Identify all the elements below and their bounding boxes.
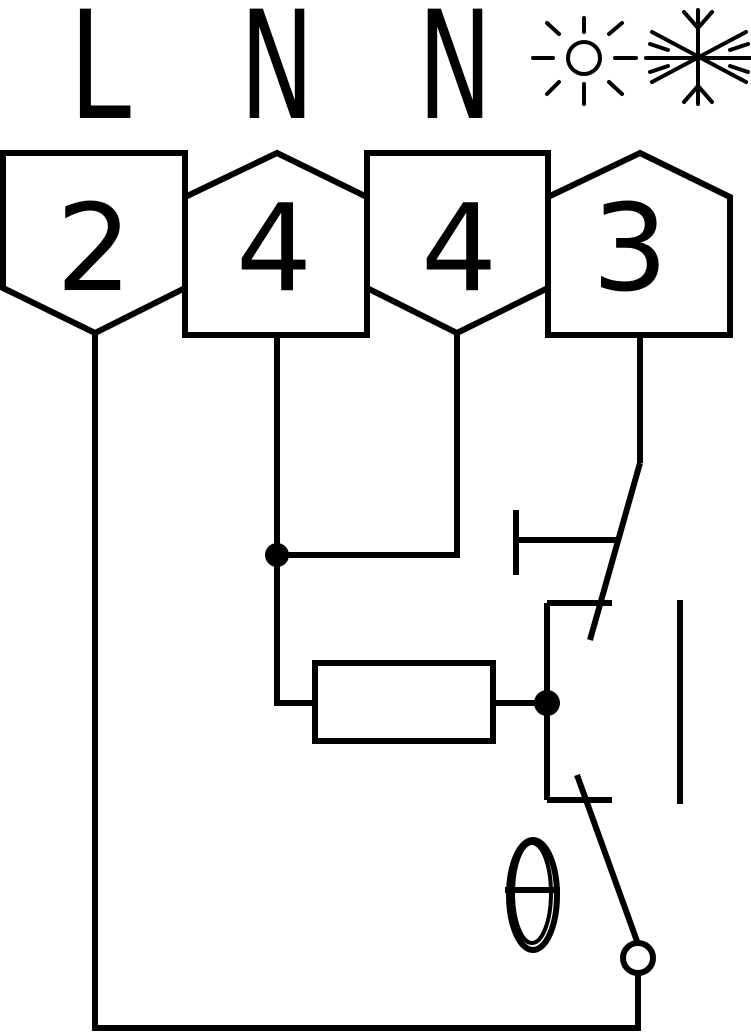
terminal-box-4b [364, 150, 551, 337]
terminal-label-n2: N [418, 0, 492, 154]
switch-contact-symbol [513, 462, 683, 946]
terminal-number-4b: 4 [421, 180, 497, 319]
terminal-number-4a: 4 [236, 180, 312, 319]
wire-n-bridge [277, 333, 460, 558]
wire-l-loop [92, 333, 641, 1031]
wire-n-main [274, 335, 315, 706]
resistor-symbol [312, 660, 496, 744]
terminal-number-2: 2 [56, 180, 132, 319]
junction-dot-n [265, 543, 289, 567]
wiring-lines [92, 333, 643, 1031]
terminal-number-3: 3 [592, 180, 668, 319]
thermostat-theta-symbol [505, 837, 560, 953]
terminal-label-n1: N [240, 0, 314, 154]
sun-icon [531, 16, 638, 106]
switch-blade-upper [587, 462, 643, 641]
switch-pivot-circle [620, 940, 656, 976]
switch-blade-lower [574, 773, 641, 946]
terminal-box-2 [0, 150, 188, 337]
terminal-box-3 [545, 149, 733, 338]
terminal-label-l: L [69, 0, 131, 154]
junction-dot-resistor [534, 690, 560, 716]
snowflake-icon [644, 8, 751, 106]
